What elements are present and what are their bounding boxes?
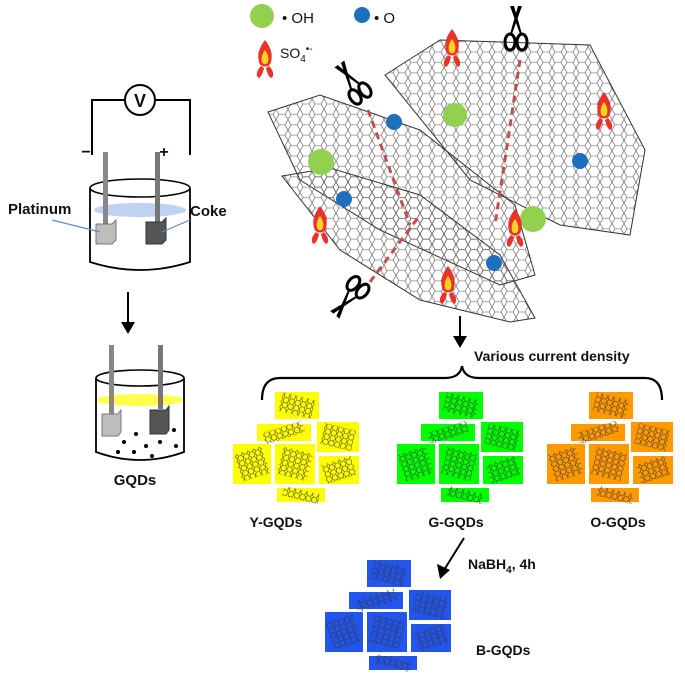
reduction-arrow [437,537,465,579]
g-gqd-lattice [440,446,478,482]
coke-electrode [145,216,167,245]
electrolysis-cell: V − + Platinum Coke [8,84,227,271]
o-gqds-cluster [547,392,673,505]
y-gqds-cluster [233,392,359,505]
y-gqd-lattice [233,446,271,482]
circuit-wire-right [155,99,191,155]
g-gqds-label: G-GQDs [428,514,483,530]
beaker-rim [89,178,191,198]
y-gqd-lattice [282,485,320,505]
coke-leader [161,219,191,233]
current-density-label: Various current density [474,348,630,364]
y-gqd-lattice [321,455,357,485]
b-gqd-lattice [411,590,449,620]
coke-label: Coke [190,203,227,220]
g-gqd-lattice [442,392,480,419]
g-gqds-cluster [397,392,523,505]
o-gqd-lattice [635,455,671,485]
o-radical-1 [386,114,402,130]
reduction-label: NaBH4, 4h [468,556,536,576]
o-gqds-label: O-GQDs [590,514,645,530]
cut-line-1 [366,109,412,226]
product-platinum-electrode [101,408,122,437]
o-gqd-lattice [547,446,585,482]
electrolyte-surface [94,203,186,217]
o-radical-icon [354,7,370,23]
g-gqd-lattice [485,455,521,485]
radicals [308,29,613,304]
b-gqd-lattice [325,614,363,650]
oh-radical-1 [443,103,467,127]
o-legend-label: • O [374,10,395,27]
g-gqd-lattice [446,485,484,505]
sheet-arrow [453,316,467,348]
o-radical-4 [486,255,502,271]
voltmeter-label: V [134,91,146,111]
cut-line-3 [368,214,422,283]
b-gqds-label: B-GQDs [476,642,531,658]
product-coke-electrode [149,404,170,435]
b-gqd-lattice [370,560,408,587]
y-gqd-lattice [276,446,314,482]
o-gqd-lattice [592,392,630,419]
g-gqd-lattice [483,422,521,452]
platinum-electrode-rod [103,152,108,224]
coke-electrode-rod [155,152,160,222]
b-gqd-lattice [374,653,412,673]
legend: • OH • O SO4•- [250,4,395,78]
gqd-particles [116,428,178,458]
o-gqd-lattice [576,420,620,445]
platinum-electrode [95,218,117,245]
y-gqds-label: Y-GQDs [250,514,303,530]
b-gqd-lattice [354,588,398,613]
o-gqd-lattice [590,446,628,482]
so4-legend-label: SO4•- [280,44,313,65]
platinum-leader [51,219,101,233]
scissors-icon-3 [324,272,374,324]
product-beaker [95,345,185,461]
cut-line-2 [493,59,522,226]
circuit-wire-left [91,99,125,155]
o-gqd-lattice [633,422,671,452]
oh-radical-icon [250,4,274,28]
o-radical-2 [572,153,588,169]
b-gqds-cluster [325,560,451,673]
g-gqd-lattice [426,420,470,445]
graphene-sheets [267,39,646,323]
cell-arrow [121,292,135,334]
sulfate-radical-icon [256,40,274,78]
oh-legend-label: • OH [282,10,314,27]
o-gqd-lattice [596,485,634,505]
b-gqd-lattice [413,623,449,653]
voltmeter-icon [124,84,156,116]
g-gqd-lattice [397,446,435,482]
y-gqd-lattice [262,420,306,445]
oh-radical-3 [520,206,546,232]
split-bracket [260,365,664,401]
oh-radical-2 [308,149,334,175]
beaker-body [89,188,191,271]
cut-lines [366,59,522,283]
y-gqd-lattice [278,392,316,419]
y-gqd-lattice [319,422,357,452]
platinum-label: Platinum [8,201,71,218]
scissors-icon-1 [328,56,376,108]
plus-terminal-label: + [159,144,168,161]
b-gqd-lattice [368,614,406,650]
o-radical-3 [336,191,352,207]
gqds-label: GQDs [114,472,157,489]
minus-terminal-label: − [81,144,90,161]
gqd-clusters [233,392,673,673]
